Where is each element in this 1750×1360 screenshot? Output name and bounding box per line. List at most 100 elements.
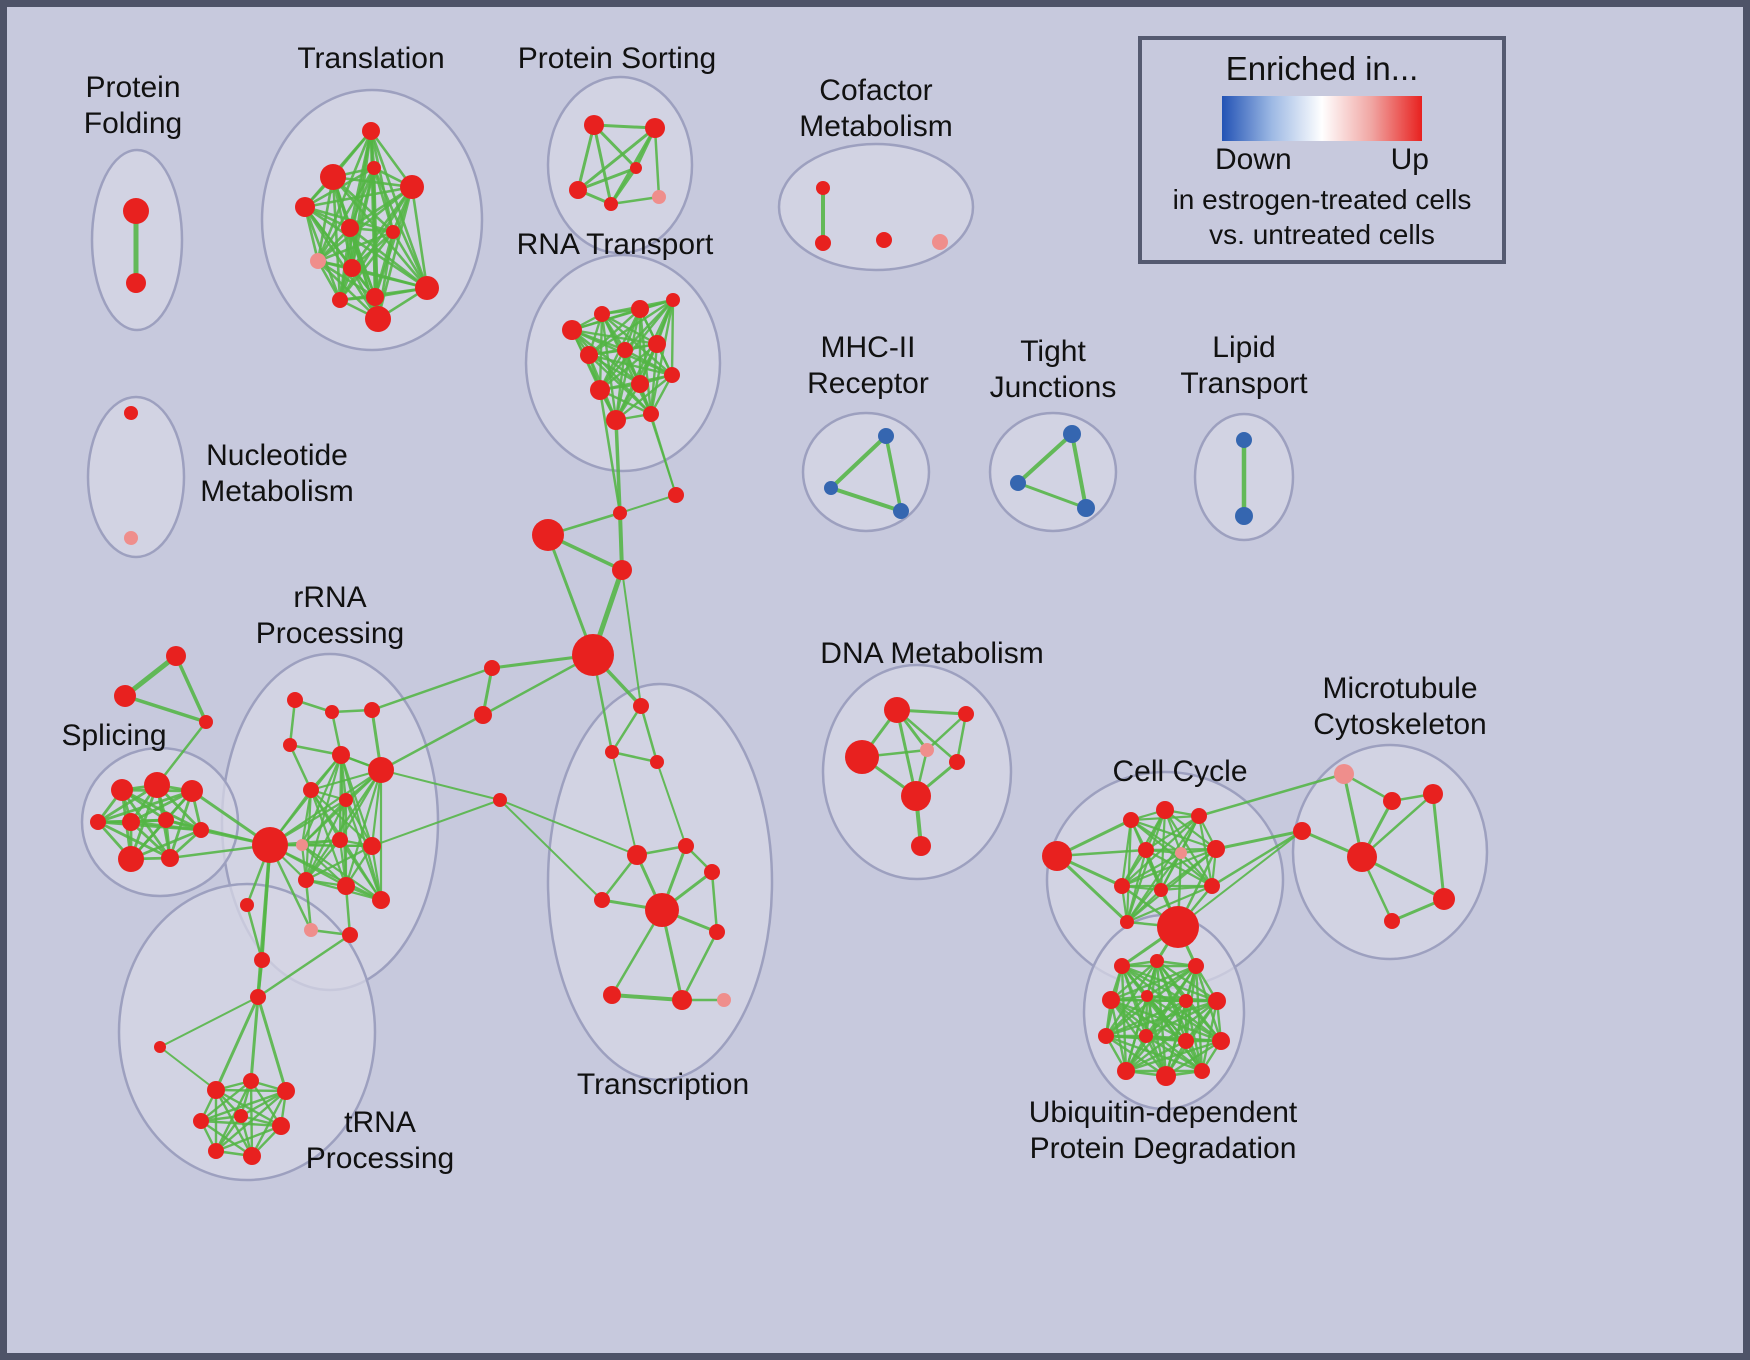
- network-node-cn6: [484, 660, 500, 676]
- network-node-mc3: [1423, 784, 1443, 804]
- network-edge: [331, 175, 429, 290]
- network-node-tj2: [1010, 475, 1026, 491]
- cluster-label-splicing: Splicing: [61, 719, 166, 752]
- network-node-dm5: [949, 754, 965, 770]
- network-node-dm6: [901, 781, 931, 811]
- network-edge: [1104, 999, 1188, 1038]
- network-node-ub7: [1208, 992, 1226, 1010]
- network-edge: [245, 903, 264, 962]
- network-node-rr1: [287, 692, 303, 708]
- network-node-rt4: [666, 293, 680, 307]
- network-node-tn2: [207, 1081, 225, 1099]
- cluster-ellipse-tight-junctions: [988, 411, 1118, 533]
- network-edge: [304, 798, 348, 882]
- network-edge: [610, 750, 659, 764]
- network-node-cn2: [613, 506, 627, 520]
- network-edge: [621, 569, 642, 707]
- network-node-tj1: [1063, 425, 1081, 443]
- network-node-cn5: [572, 634, 614, 676]
- network-edge: [410, 185, 429, 290]
- network-edge: [884, 434, 903, 513]
- network-edge: [1124, 1039, 1223, 1073]
- network-node-rt7: [648, 335, 666, 353]
- network-node-mc1: [1334, 764, 1354, 784]
- network-edge: [925, 712, 968, 752]
- network-node-mc4: [1293, 822, 1311, 840]
- network-edge: [256, 933, 352, 999]
- legend-up-label: Up: [1390, 143, 1429, 176]
- network-node-cc12: [1120, 915, 1134, 929]
- legend-box: Enriched in... Down Up in estrogen-treat…: [1138, 36, 1506, 264]
- network-node-tr13: [332, 292, 348, 308]
- network-node-rrh: [252, 827, 288, 863]
- network-node-mh2: [824, 481, 838, 495]
- network-node-tn9: [243, 1147, 261, 1165]
- network-node-cf2: [815, 235, 831, 251]
- network-node-sp4: [122, 813, 140, 831]
- network-edge: [955, 712, 968, 764]
- network-node-st1: [166, 646, 186, 666]
- network-edge: [1104, 1034, 1168, 1078]
- network-node-rt2: [594, 306, 610, 322]
- cluster-ellipse-protein-sorting: [546, 75, 694, 255]
- network-edge: [598, 388, 622, 515]
- network-edge: [350, 230, 395, 270]
- network-node-cc11: [1157, 906, 1199, 948]
- network-node-ub3: [1188, 958, 1204, 974]
- network-node-cn3: [532, 519, 564, 551]
- network-edge: [1210, 829, 1304, 888]
- network-edge: [546, 533, 595, 657]
- network-edge: [1104, 999, 1219, 1038]
- network-edge: [1125, 888, 1163, 924]
- network-edge: [199, 1089, 288, 1123]
- network-edge: [1125, 808, 1167, 924]
- network-node-tc4: [627, 845, 647, 865]
- network-node-ub8: [1098, 1028, 1114, 1044]
- network-edge: [1197, 772, 1346, 818]
- network-node-cc10: [1204, 878, 1220, 894]
- network-edge: [256, 995, 288, 1093]
- network-node-rr13: [337, 877, 355, 895]
- network-node-mc5: [1347, 842, 1377, 872]
- network-node-tr4: [367, 161, 381, 175]
- network-node-sp3: [181, 780, 203, 802]
- network-node-nm1: [124, 406, 138, 420]
- network-edge: [1214, 829, 1304, 851]
- network-edge: [256, 843, 272, 999]
- network-edge: [614, 418, 622, 515]
- network-node-tc7: [645, 893, 679, 927]
- network-node-tc1: [633, 698, 649, 714]
- network-edge: [609, 166, 638, 206]
- network-node-rr9: [296, 839, 308, 851]
- network-node-ub14: [1194, 1063, 1210, 1079]
- network-node-tc5: [678, 838, 694, 854]
- legend-down-label: Down: [1215, 143, 1292, 176]
- network-edge: [1200, 999, 1219, 1073]
- network-edge: [1016, 481, 1088, 510]
- network-edge: [96, 789, 194, 824]
- network-node-rr6: [368, 757, 394, 783]
- network-node-cc7: [1207, 840, 1225, 858]
- network-node-ub1: [1114, 958, 1130, 974]
- network-node-ps5: [652, 190, 666, 204]
- network-node-cn7: [474, 706, 492, 724]
- network-edge: [1144, 999, 1188, 1038]
- network-edge: [370, 844, 383, 902]
- network-edge: [1431, 792, 1446, 901]
- network-edge: [309, 788, 374, 848]
- network-edge: [895, 708, 959, 764]
- network-node-rr2: [325, 705, 339, 719]
- network-edge: [300, 843, 383, 902]
- network-node-tj3: [1077, 499, 1095, 517]
- network-node-tr5: [400, 175, 424, 199]
- network-edge: [592, 123, 657, 130]
- network-node-tn6: [234, 1109, 248, 1123]
- network-node-rt12: [643, 406, 659, 422]
- network-node-ub12: [1117, 1062, 1135, 1080]
- network-edge: [598, 298, 675, 392]
- network-node-rr15: [304, 923, 318, 937]
- legend-gradient-bar: [1222, 96, 1422, 141]
